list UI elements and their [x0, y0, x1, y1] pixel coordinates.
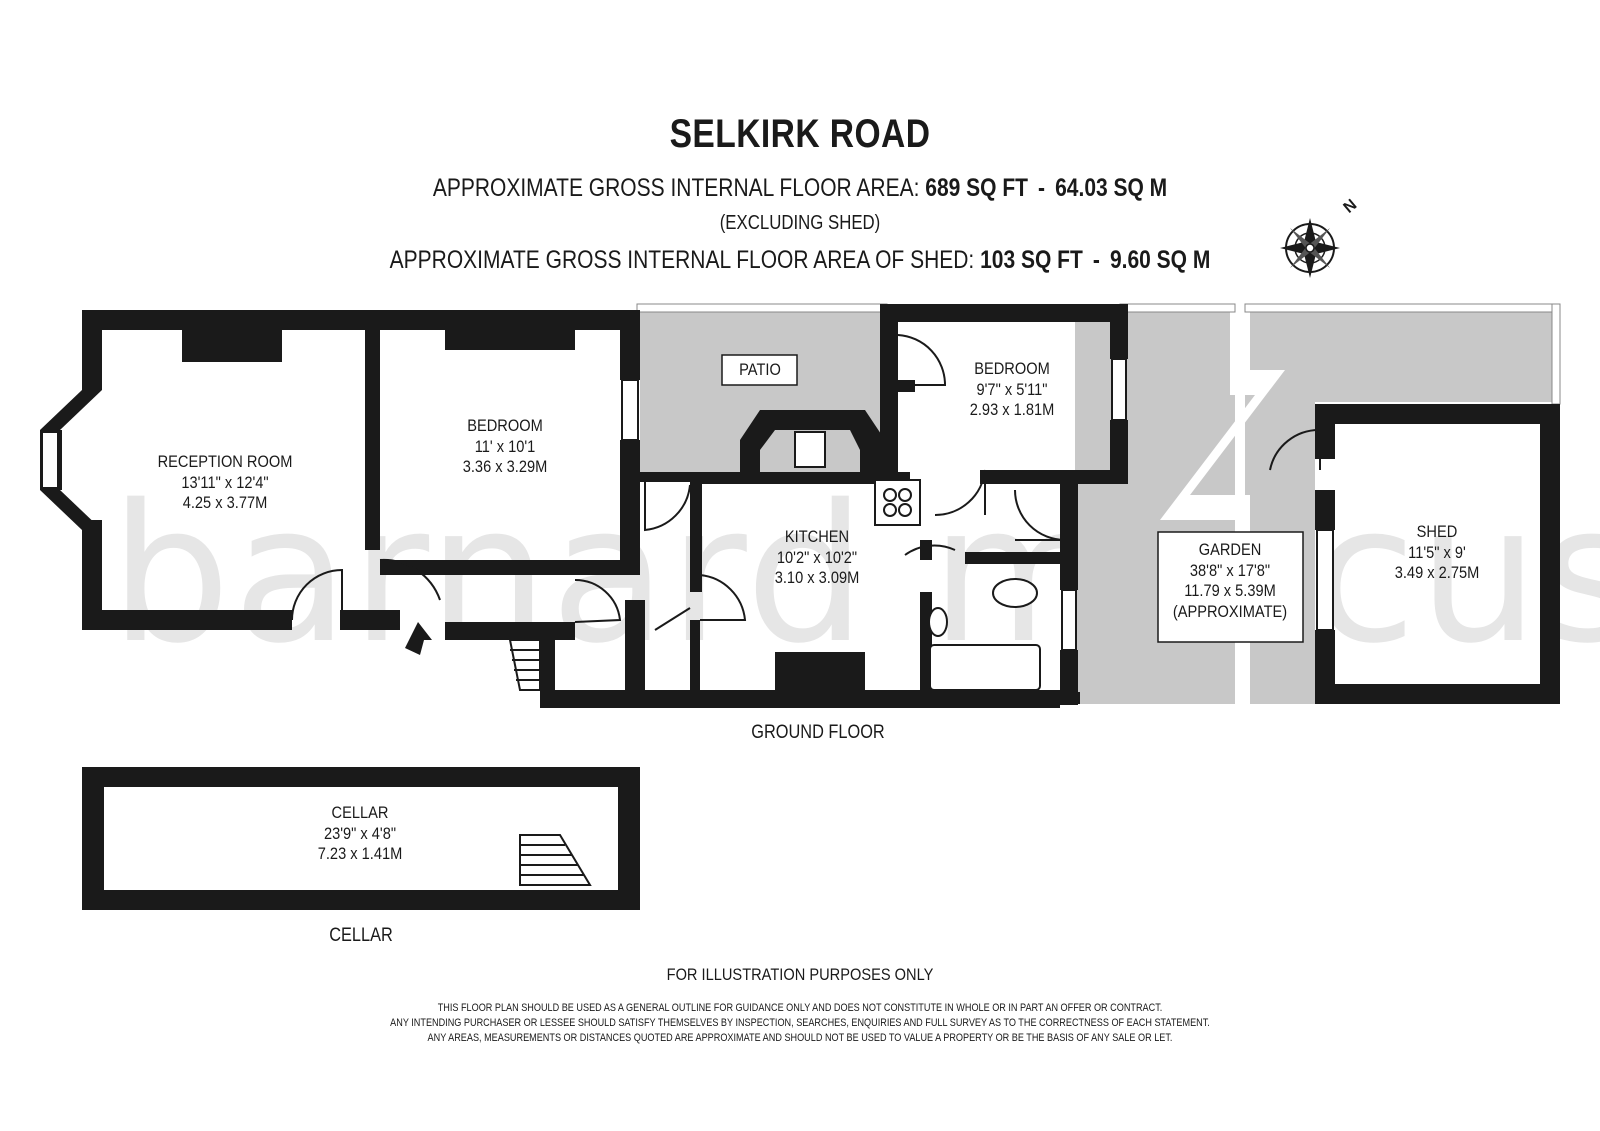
- room-name: KITCHEN: [784, 527, 850, 546]
- room-metric: 3.49 x 2.75M: [1394, 563, 1480, 583]
- patio-area: [640, 312, 887, 472]
- kitchen-door: [699, 574, 747, 621]
- room-patio: PATIO: [739, 360, 781, 381]
- room-name: BEDROOM: [974, 359, 1050, 378]
- room-name: CELLAR: [331, 803, 389, 822]
- room-imperial: 9'7" x 5'11": [976, 379, 1048, 399]
- room-metric: 2.93 x 1.81M: [969, 400, 1055, 420]
- side-garden-area: [1245, 312, 1560, 402]
- room-note: (APPROXIMATE): [1172, 602, 1288, 622]
- doors: [291, 334, 1321, 631]
- wc-door: [1014, 489, 1066, 541]
- stairs-ground: [508, 639, 541, 691]
- hall-door-1: [644, 480, 691, 532]
- room-metric: 3.10 x 3.09M: [774, 568, 860, 588]
- room-imperial: 10'2" x 10'2": [776, 547, 858, 567]
- shed-area-label: APPROXIMATE GROSS INTERNAL FLOOR AREA OF…: [389, 246, 975, 274]
- toilet: [992, 578, 1038, 608]
- entrance-door: [379, 558, 441, 601]
- room-name: GARDEN: [1198, 540, 1262, 559]
- room-imperial: 13'11" x 12'4": [181, 472, 269, 492]
- shed-area-sqm: 9.60 SQ M: [1109, 246, 1211, 274]
- room-metric: 3.36 x 3.29M: [462, 457, 548, 477]
- area-dash: -: [1038, 174, 1046, 202]
- room-metric: 4.25 x 3.77M: [182, 493, 268, 513]
- shed-area-line: APPROXIMATE GROSS INTERNAL FLOOR AREA OF…: [128, 246, 1472, 275]
- area-label: APPROXIMATE GROSS INTERNAL FLOOR AREA:: [432, 174, 920, 202]
- area-note: (EXCLUDING SHED): [719, 212, 881, 234]
- room-imperial: 11' x 10'1: [474, 436, 536, 456]
- room-garden: GARDEN 38'8" x 17'8" 11.79 x 5.39M (APPR…: [1173, 540, 1287, 623]
- page-title: SELKIRK ROAD: [669, 112, 931, 156]
- garden-divider: [1160, 312, 1285, 704]
- hob: [874, 479, 921, 526]
- floor-label-cellar: CELLAR: [329, 925, 393, 946]
- room-kitchen: KITCHEN 10'2" x 10'2" 3.10 x 3.09M: [775, 527, 860, 589]
- bedroom2-door: [897, 334, 947, 386]
- watermark: barnard marcus: [110, 464, 1600, 685]
- shed-area-sqft: 103 SQ FT: [980, 246, 1083, 274]
- disclaimer-line-3: ANY AREAS, MEASUREMENTS OR DISTANCES QUO…: [427, 1032, 1173, 1044]
- room-imperial: 23'9" x 4'8": [323, 823, 397, 843]
- room-name: BEDROOM: [467, 416, 543, 435]
- bedroom2-lower-door: [934, 469, 986, 517]
- room-name: SHED: [1416, 522, 1458, 541]
- shed-door: [1269, 428, 1321, 471]
- compass-rose-icon: [1280, 218, 1340, 278]
- area-sqft: 689 SQ FT: [925, 174, 1028, 202]
- room-shed: SHED 11'5" x 9' 3.49 x 2.75M: [1395, 522, 1480, 584]
- room-imperial: 11'5" x 9': [1408, 542, 1466, 562]
- hall-door-2: [574, 578, 622, 623]
- entrance-arrow-icon: [405, 622, 432, 655]
- room-bedroom-2: BEDROOM 9'7" x 5'11" 2.93 x 1.81M: [970, 359, 1055, 421]
- room-bedroom-1: BEDROOM 11' x 10'1 3.36 x 3.29M: [463, 416, 548, 478]
- bath: [929, 644, 1041, 691]
- floor-label-ground: GROUND FLOOR: [751, 722, 885, 743]
- area-sqm: 64.03 SQ M: [1055, 174, 1168, 202]
- disclaimer-line-2: ANY INTENDING PURCHASER OR LESSEE SHOULD…: [390, 1017, 1210, 1029]
- bathroom-door: [904, 544, 956, 556]
- fixtures: [405, 479, 1041, 886]
- reception-door: [291, 568, 343, 621]
- room-metric: 11.79 x 5.39M: [1184, 581, 1276, 601]
- room-cellar: CELLAR 23'9" x 4'8" 7.23 x 1.41M: [318, 803, 403, 865]
- disclaimer-line-1: THIS FLOOR PLAN SHOULD BE USED AS A GENE…: [437, 1002, 1163, 1014]
- stairs-cellar: [519, 834, 592, 886]
- room-name: RECEPTION ROOM: [157, 452, 293, 471]
- room-metric: 7.23 x 1.41M: [317, 844, 403, 864]
- room-name: PATIO: [739, 360, 781, 379]
- illustration-note: FOR ILLUSTRATION PURPOSES ONLY: [666, 965, 934, 984]
- room-reception: RECEPTION ROOM 13'11" x 12'4" 4.25 x 3.7…: [158, 452, 293, 514]
- shed-area-dash: -: [1092, 246, 1100, 274]
- basin: [928, 607, 948, 637]
- total-area-line: APPROXIMATE GROSS INTERNAL FLOOR AREA: 6…: [128, 174, 1472, 203]
- room-imperial: 38'8" x 17'8": [1189, 560, 1271, 580]
